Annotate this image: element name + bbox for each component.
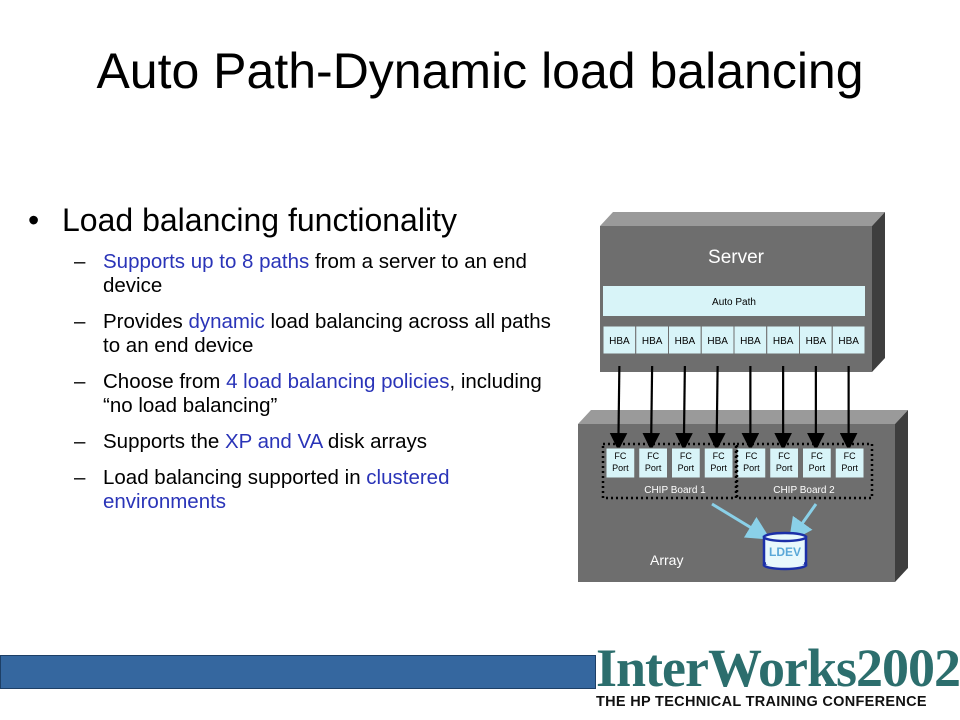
path-arrow	[609, 365, 628, 451]
conference-tagline: THE HP TECHNICAL TRAINING CONFERENCE	[596, 694, 927, 710]
fc-port-label-line1: FC	[778, 451, 790, 461]
sub-bullet-item: –Supports up to 8 paths from a server to…	[28, 250, 568, 298]
footer-bar	[0, 655, 596, 689]
hba-label: HBA	[609, 336, 630, 347]
board2-to-ldev-arrow	[788, 503, 818, 543]
hba-label: HBA	[642, 336, 663, 347]
fc-port-label-line2: Port	[678, 463, 695, 473]
highlighted-text: Supports up to 8 paths	[103, 250, 310, 273]
fc-port-label-line2: Port	[776, 463, 793, 473]
interworks-logo: InterWorks2002	[596, 638, 960, 698]
hba-box	[799, 325, 833, 355]
path-arrow	[642, 365, 661, 451]
sub-bullet-text: Choose from 4 load balancing policies, i…	[103, 370, 568, 418]
fc-port-label-line2: Port	[710, 463, 727, 473]
fc-port-box	[638, 447, 668, 479]
highlighted-text: clustered environments	[103, 466, 450, 513]
sub-bullet-text: Provides dynamic load balancing across a…	[103, 310, 568, 358]
sub-bullet-item: –Provides dynamic load balancing across …	[28, 310, 568, 358]
hba-label: HBA	[707, 336, 728, 347]
sub-bullet-item: –Choose from 4 load balancing policies, …	[28, 370, 568, 418]
chip-board-2-label: CHIP Board 2	[773, 485, 835, 496]
fc-port-label-line1: FC	[844, 451, 856, 461]
hba-label: HBA	[675, 336, 696, 347]
plain-text: Supports the	[103, 430, 225, 453]
bullet-marker: •	[28, 202, 40, 238]
highlighted-text: dynamic	[188, 310, 265, 333]
fc-port-label-line2: Port	[612, 463, 629, 473]
fc-port-label-line2: Port	[809, 463, 826, 473]
plain-text: disk arrays	[322, 430, 428, 453]
plain-text: Choose from	[103, 370, 227, 393]
chip-board-1-label: CHIP Board 1	[644, 485, 706, 496]
sub-bullet-item: –Supports the XP and VA disk arrays	[28, 430, 568, 454]
plain-text: Provides	[103, 310, 189, 333]
fc-port-label-line1: FC	[811, 451, 823, 461]
ldev-label: LDEV	[769, 545, 801, 559]
fc-port-box	[834, 447, 865, 479]
path-arrow	[675, 365, 693, 451]
board1-to-ldev-arrow	[711, 502, 771, 540]
array-box-side	[895, 410, 908, 582]
array-box-top	[578, 410, 908, 424]
dash-marker: –	[74, 370, 86, 393]
hba-label: HBA	[740, 336, 761, 347]
path-arrow	[707, 365, 726, 451]
dash-marker: –	[74, 430, 86, 453]
auto-path-box	[603, 286, 865, 316]
fc-port-label-line2: Port	[841, 463, 858, 473]
fc-port-label-line2: Port	[743, 463, 760, 473]
highlighted-text: XP and VA	[224, 430, 323, 453]
plain-text: from a server to an end device	[103, 250, 527, 297]
hba-row: HBA HBA HBA HBA HBA HBA HBA HBA	[602, 325, 866, 355]
fc-port-label-line1: FC	[680, 451, 692, 461]
hba-label: HBA	[838, 336, 859, 347]
main-bullet-text: Load balancing functionality	[62, 202, 457, 238]
hba-box	[831, 325, 866, 355]
hba-box	[733, 325, 768, 355]
sub-bullet-text: Supports up to 8 paths from a server to …	[103, 250, 568, 298]
main-bullet: • Load balancing functionality	[28, 200, 568, 240]
hba-label: HBA	[806, 336, 827, 347]
fc-port-label-line1: FC	[713, 451, 725, 461]
fc-port-label-line2: Port	[645, 463, 662, 473]
dash-marker: –	[74, 250, 86, 273]
fc-port-box	[802, 447, 832, 479]
plain-text: load balancing across all paths to an en…	[103, 310, 551, 357]
fc-port-label-line1: FC	[614, 451, 626, 461]
fc-port-box	[605, 447, 636, 479]
slide-title: Auto Path-Dynamic load balancing	[96, 43, 864, 99]
sub-bullet-text: Load balancing supported in clustered en…	[103, 466, 568, 514]
hba-label: HBA	[773, 336, 794, 347]
dash-marker: –	[74, 466, 86, 489]
fc-port-label-line1: FC	[647, 451, 659, 461]
plain-text: , including “no load balancing”	[103, 370, 542, 417]
plain-text: Load balancing supported in	[103, 466, 367, 489]
highlighted-text: 4 load balancing policies	[226, 370, 450, 393]
ldev-cylinder	[762, 531, 808, 571]
hba-box	[766, 325, 800, 355]
fc-port-row: FC Port FC Port FC Port FC Port FC Port FC Port FC Po…	[605, 447, 865, 479]
fc-port-label-line1: FC	[745, 451, 757, 461]
bullet-list: • Load balancing functionality –Supports…	[28, 200, 568, 526]
auto-path-label: Auto Path	[712, 297, 756, 308]
hba-box	[700, 325, 735, 355]
hba-box	[668, 325, 702, 355]
chip-board-2	[735, 442, 874, 500]
sub-bullet-list: –Supports up to 8 paths from a server to…	[28, 250, 568, 514]
array-label: Array	[650, 552, 683, 568]
sub-bullet-item: –Load balancing supported in clustered e…	[28, 466, 568, 514]
sub-bullet-text: Supports the XP and VA disk arrays	[103, 430, 427, 454]
fc-port-box	[769, 447, 799, 479]
dash-marker: –	[74, 310, 86, 333]
fc-port-box	[703, 447, 734, 479]
hba-box	[635, 325, 669, 355]
path-arrows	[609, 365, 858, 451]
fc-port-box	[671, 447, 701, 479]
server-label: Server	[708, 247, 765, 268]
server-box-side	[872, 212, 885, 372]
server-box-top	[600, 212, 885, 226]
